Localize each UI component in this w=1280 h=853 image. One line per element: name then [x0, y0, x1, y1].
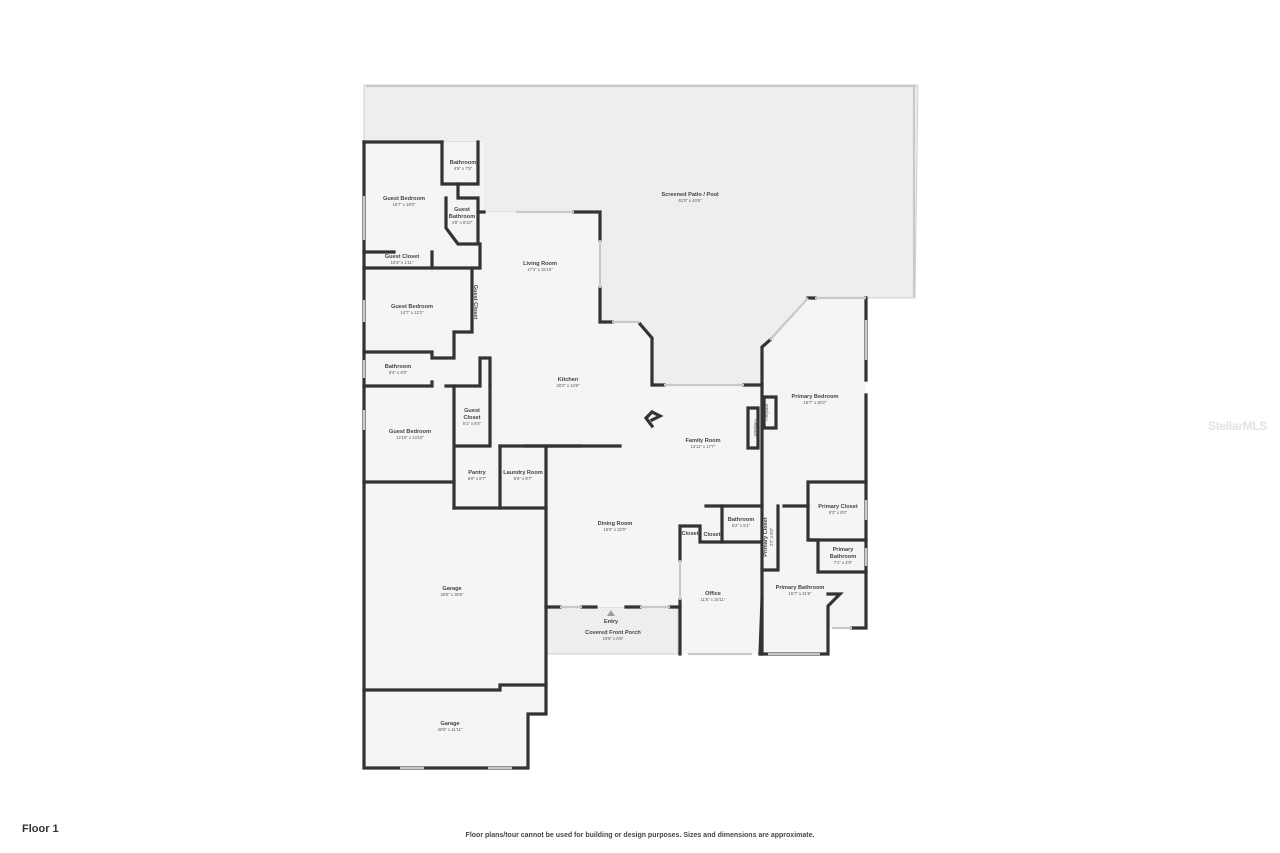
label-dining-room: Dining Room	[598, 521, 633, 527]
svg-text:16'7" x 18'0": 16'7" x 18'0"	[393, 202, 416, 207]
label-bathroom-1: Bathroom	[450, 160, 476, 166]
label-primary-closet-2: Primary Closet	[763, 517, 769, 557]
label-garage-1: Garage	[442, 586, 461, 592]
svg-text:17'3" x 15'10": 17'3" x 15'10"	[527, 267, 553, 272]
label-bathroom-2: Bathroom	[385, 364, 411, 370]
svg-text:Bathroom: Bathroom	[830, 554, 856, 560]
svg-text:8'3" x 8'0": 8'3" x 8'0"	[829, 510, 848, 515]
svg-text:20'2" x 14'6": 20'2" x 14'6"	[557, 383, 580, 388]
label-bathroom-3: Bathroom	[728, 517, 754, 523]
label-garage-2: Garage	[440, 721, 459, 727]
svg-text:15'7" x 21'5": 15'7" x 21'5"	[789, 591, 812, 596]
label-closet-a: Closet	[681, 531, 698, 537]
label-guest-bedroom-2: Guest Bedroom	[391, 304, 433, 310]
svg-text:2'2" x 8'8": 2'2" x 8'8"	[769, 527, 774, 546]
svg-text:4'8" x 7'5": 4'8" x 7'5"	[454, 166, 473, 171]
disclaimer-text: Floor plans/tour cannot be used for buil…	[465, 832, 815, 839]
label-fireplace-1: Fireplace	[764, 403, 769, 421]
svg-text:Bathroom: Bathroom	[449, 214, 475, 220]
windows	[362, 84, 916, 770]
svg-text:15'7" x 30'2": 15'7" x 30'2"	[804, 400, 827, 405]
svg-text:Closet: Closet	[463, 415, 480, 421]
exterior-walls	[362, 140, 868, 770]
label-primary-bathroom-small: Primary	[833, 547, 855, 553]
label-pantry: Pantry	[468, 470, 486, 476]
interior-floor	[364, 142, 866, 768]
room-labels: Screened Patio / Pool 61'0" x 43'6" Bath…	[383, 160, 858, 732]
label-primary-closet: Primary Closet	[818, 504, 858, 510]
label-guest-closet-3: Guest	[464, 408, 480, 414]
label-office: Office	[705, 591, 721, 597]
svg-text:19'5" x 6'6": 19'5" x 6'6"	[603, 636, 624, 641]
label-closet-b: Closet	[703, 532, 720, 538]
svg-text:19'0" x 22'0": 19'0" x 22'0"	[604, 527, 627, 532]
label-primary-bathroom: Primary Bathroom	[776, 585, 825, 591]
svg-text:13'11" x 17'7": 13'11" x 17'7"	[691, 444, 716, 449]
svg-text:11'6" x 15'11": 11'6" x 15'11"	[701, 597, 726, 602]
floor-label: Floor 1	[22, 823, 59, 835]
stellarmls-watermark: StellarMLS	[1208, 419, 1268, 433]
label-guest-bathroom: Guest	[454, 207, 470, 213]
label-fireplace-2: Fireplace	[753, 419, 758, 437]
label-covered-front-porch: Covered Front Porch	[585, 630, 641, 636]
svg-text:7'1" x 4'9": 7'1" x 4'9"	[834, 560, 853, 565]
svg-text:61'0" x 43'6": 61'0" x 43'6"	[679, 198, 702, 203]
svg-text:26'5" x 30'5": 26'5" x 30'5"	[441, 592, 464, 597]
interior-walls	[362, 266, 868, 656]
label-guest-bedroom-3: Guest Bedroom	[389, 429, 431, 435]
label-primary-bedroom: Primary Bedroom	[792, 394, 839, 400]
label-entry: Entry	[604, 619, 619, 625]
svg-text:10'3" x 1'11": 10'3" x 1'11"	[391, 260, 414, 265]
svg-text:5'2" x 5'1": 5'2" x 5'1"	[732, 523, 751, 528]
svg-text:4'8" x 8'10": 4'8" x 8'10"	[452, 220, 473, 225]
label-living-room: Living Room	[523, 261, 557, 267]
entry-marker-icon	[607, 610, 615, 616]
label-patio: Screened Patio / Pool	[661, 192, 719, 198]
svg-text:9'4" x 4'8": 9'4" x 4'8"	[389, 370, 408, 375]
label-guest-closet-1: Guest Closet	[385, 254, 420, 260]
label-laundry-room: Laundry Room	[503, 470, 542, 476]
label-family-room: Family Room	[685, 438, 720, 444]
svg-text:14'7" x 12'2": 14'7" x 12'2"	[401, 310, 424, 315]
svg-text:5'1" x 8'4": 5'1" x 8'4"	[463, 421, 482, 426]
svg-text:6'5" x 8'7": 6'5" x 8'7"	[514, 476, 533, 481]
svg-text:20'5" x 11'11": 20'5" x 11'11"	[438, 727, 463, 732]
svg-text:12'10" x 13'10": 12'10" x 13'10"	[396, 435, 424, 440]
label-guest-bedroom-1: Guest Bedroom	[383, 196, 425, 202]
label-kitchen: Kitchen	[558, 377, 579, 383]
svg-text:6'0" x 8'7": 6'0" x 8'7"	[468, 476, 487, 481]
label-guest-closet-2: Guest Closet	[472, 285, 478, 320]
